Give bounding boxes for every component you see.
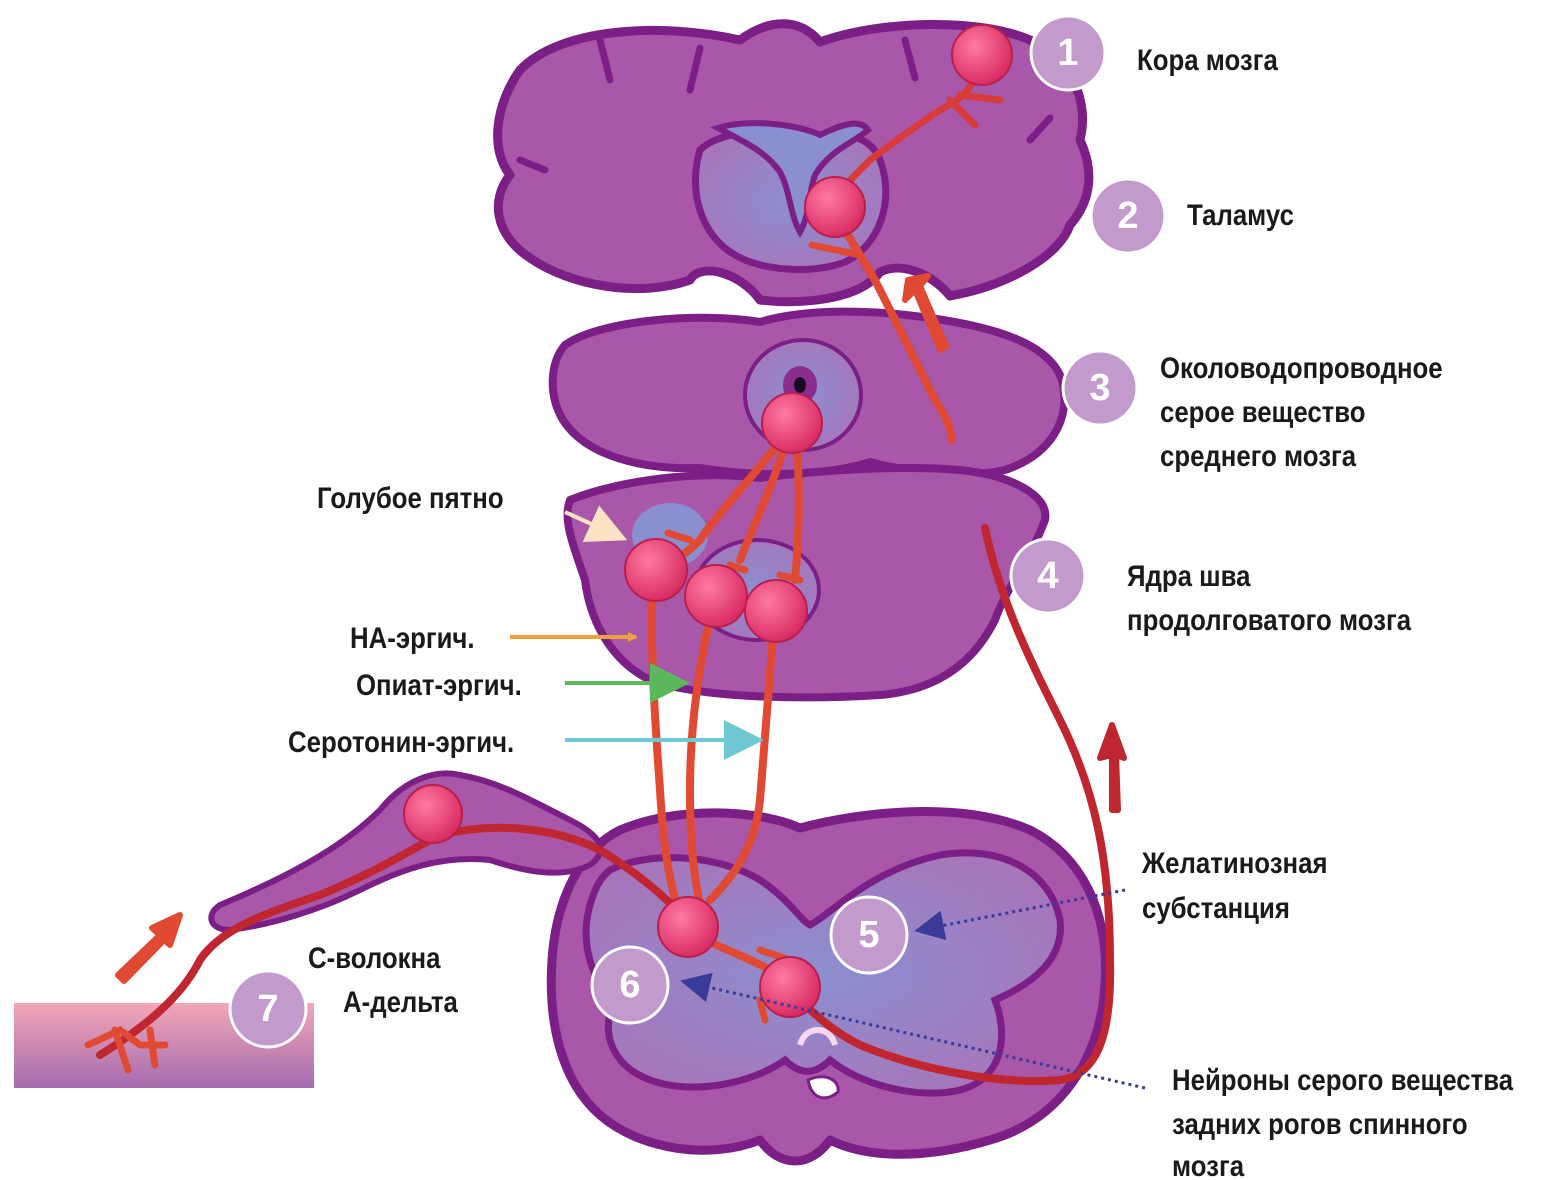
neuron-raphe-2 <box>745 580 807 642</box>
afferent-arrow <box>118 915 180 981</box>
marker-5: 5 <box>831 897 907 973</box>
svg-text:3: 3 <box>1089 367 1110 409</box>
svg-text:6: 6 <box>619 964 640 1006</box>
label-raphe-line-2: продолговатого мозга <box>1127 603 1411 636</box>
marker-3: 3 <box>1063 351 1137 425</box>
label-locus: Голубое пятно <box>317 481 504 514</box>
neuron-raphe-1 <box>685 565 747 627</box>
neuron-locus <box>625 539 687 601</box>
ascending-arrow-right <box>1100 725 1124 810</box>
label-fibers-line-2: А-дельта <box>343 985 458 1018</box>
label-gelatinous-line-1: Желатинозная <box>1141 846 1328 879</box>
label-pag-line-2: серое вещество <box>1160 395 1366 428</box>
marker-6: 6 <box>592 947 668 1023</box>
svg-text:2: 2 <box>1117 195 1138 237</box>
svg-text:5: 5 <box>858 914 879 956</box>
neuron-dorsal-horn <box>658 897 718 957</box>
label-fibers-line-1: С-волокна <box>308 941 441 974</box>
marker-2: 2 <box>1091 179 1165 253</box>
label-cortex: Кора мозга <box>1137 43 1278 76</box>
neuron-ganglion <box>404 785 462 843</box>
marker-7: 7 <box>230 971 306 1047</box>
label-opiate: Опиат-эргич. <box>356 668 522 701</box>
svg-text:1: 1 <box>1057 32 1078 74</box>
neuron-cortex <box>952 25 1012 85</box>
neuron-pag <box>762 393 822 453</box>
marker-4: 4 <box>1011 539 1085 613</box>
midbrain-section <box>553 312 1065 475</box>
label-serotonin: Серотонин-эргич. <box>288 725 514 758</box>
label-gelatinous-line-2: субстанция <box>1142 891 1290 924</box>
label-thalamus: Таламус <box>1187 198 1294 231</box>
aqueduct-core <box>794 377 806 393</box>
label-na: НА-эргич. <box>350 621 475 654</box>
label-dorsal-line-3: мозга <box>1172 1149 1244 1180</box>
neuron-dorsal-horn-2 <box>760 957 820 1017</box>
marker-1: 1 <box>1031 16 1105 90</box>
label-pag-line-3: среднего мозга <box>1160 439 1357 472</box>
label-pag-line-1: Околоводопроводное <box>1160 351 1443 384</box>
svg-text:4: 4 <box>1037 555 1058 597</box>
neuron-thalamus <box>805 177 865 237</box>
label-dorsal-line-1: Нейроны серого вещества <box>1172 1063 1513 1096</box>
label-raphe-line-1: Ядра шва <box>1127 559 1251 592</box>
label-dorsal-line-2: задних рогов спинного <box>1172 1107 1468 1140</box>
svg-text:7: 7 <box>257 988 278 1030</box>
